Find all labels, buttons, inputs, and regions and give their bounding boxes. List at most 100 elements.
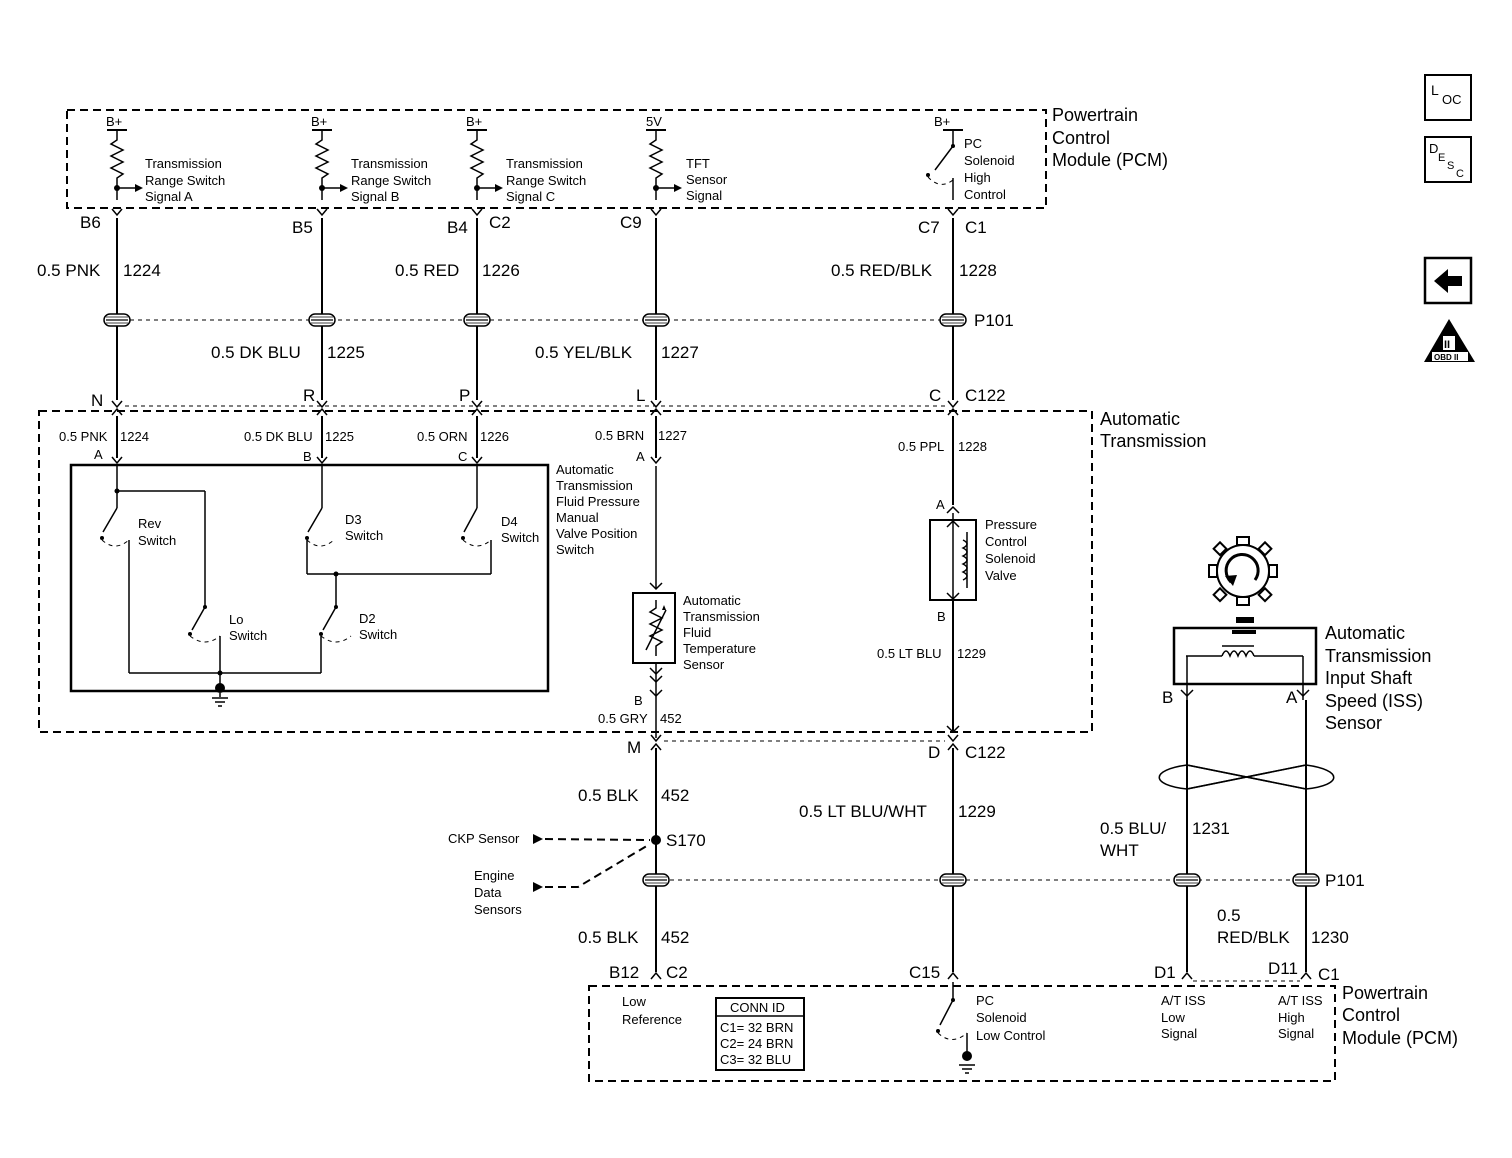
iss-low-label: Low: [1161, 1010, 1185, 1025]
lower-wires: S170 0.5 BLK 452 0.5 LT BLU/WHT 1229 0.5…: [578, 700, 1365, 972]
d3-switch-label: Switch: [345, 528, 383, 543]
rev-switch-label: Switch: [138, 533, 176, 548]
iss-title: Transmission: [1325, 646, 1431, 666]
trans-title-1: Automatic: [1100, 409, 1180, 429]
iss-title: Input Shaft: [1325, 668, 1412, 688]
wire-circuit-label: 1227: [658, 428, 687, 443]
iss-high-label: A/T ISS: [1278, 993, 1323, 1008]
signal-label: Transmission: [145, 156, 222, 171]
pcm-circuit-pc-high: B+ PC Solenoid High Control C7 C1: [918, 114, 1015, 237]
pin-label: C7: [918, 218, 940, 237]
wire-color-label: 0.5 BRN: [595, 428, 644, 443]
obd-icon-text: OBD II: [1434, 353, 1458, 362]
pcm-top-module: Powertrain Control Module (PCM): [66, 105, 1168, 209]
wire-color-label: 0.5 YEL/BLK: [535, 343, 633, 362]
desc-icon-text: C: [1456, 168, 1464, 180]
connector-label: C2: [489, 213, 511, 232]
wire-color-label: 0.5 PNK: [59, 429, 108, 444]
c122-lower-connector: M D C122: [627, 734, 1006, 762]
signal-label: Signal C: [506, 189, 555, 204]
pc-solenoid-label: Control: [985, 534, 1027, 549]
shared-sensor-refs: CKP Sensor Engine Data Sensors: [448, 831, 651, 917]
assembly-label: Automatic: [556, 462, 614, 477]
engine-data-label: Sensors: [474, 902, 522, 917]
signal-label: Sensor: [686, 172, 728, 187]
description-button[interactable]: D E S C: [1424, 136, 1472, 183]
conn-id-header: CONN ID: [730, 1000, 785, 1015]
wire-circuit-label: 1224: [123, 261, 161, 280]
conn-id-row: C1= 32 BRN: [720, 1020, 793, 1035]
tft-label: Fluid: [683, 625, 711, 640]
engine-data-label: Engine: [474, 868, 514, 883]
pin-label: B5: [292, 218, 313, 237]
wire-circuit-label: 1229: [957, 646, 986, 661]
wire-color-label: 0.5 RED: [395, 261, 459, 280]
pin-label: D1: [1154, 963, 1176, 982]
connector-label: C122: [965, 743, 1006, 762]
ckp-sensor-label: CKP Sensor: [448, 831, 520, 846]
wire-circuit-label: 1225: [327, 343, 365, 362]
pcm-circuit-a: B+ Transmission Range Switch Signal A B6: [80, 114, 225, 232]
signal-label: Control: [964, 187, 1006, 202]
wire-circuit-label: 452: [661, 786, 689, 805]
connector-label: C122: [965, 386, 1006, 405]
pin-label: B4: [447, 218, 468, 237]
pin-label: M: [627, 738, 641, 757]
pin-label: B: [634, 693, 643, 708]
back-button[interactable]: [1423, 256, 1473, 305]
wire-color-label: 0.5 DK BLU: [211, 343, 301, 362]
wire-color-label: 0.5 BLK: [578, 928, 639, 947]
desc-icon-text: D: [1429, 141, 1438, 156]
inline-connector-label: P101: [974, 311, 1014, 330]
loc-icon-text: L: [1431, 82, 1439, 98]
wire-circuit-label: 1224: [120, 429, 149, 444]
conn-id-row: C2= 24 BRN: [720, 1036, 793, 1051]
iss-title: Speed (ISS): [1325, 691, 1423, 711]
signal-label: Range Switch: [145, 173, 225, 188]
d4-switch-label: Switch: [501, 530, 539, 545]
wire-color-label: 0.5 BLK: [578, 786, 639, 805]
supply-label: B+: [106, 114, 122, 129]
assembly-label: Switch: [556, 542, 594, 557]
pin-label: A: [636, 449, 645, 464]
trans-inner-wires: 0.5 PNK 1224 0.5 DK BLU 1225 0.5 ORN 122…: [59, 416, 987, 512]
signal-label: Solenoid: [964, 153, 1015, 168]
ground-icon: [211, 697, 229, 707]
wire-circuit-label: 1229: [958, 802, 996, 821]
pcm-bottom-title-2: Control: [1342, 1005, 1400, 1025]
pin-label: R: [303, 386, 315, 405]
wire-color-label: 0.5 LT BLU: [877, 646, 942, 661]
pin-label: B: [1162, 688, 1173, 707]
d3-switch-label: D3: [345, 512, 362, 527]
wire-circuit-label: 452: [661, 928, 689, 947]
d4-switch-label: D4: [501, 514, 518, 529]
wire-color-label: 0.5: [1217, 906, 1241, 925]
wire-color-label: 0.5 ORN: [417, 429, 468, 444]
pin-label: P: [459, 386, 470, 405]
tft-label: Transmission: [683, 609, 760, 624]
lo-switch-label: Switch: [229, 628, 267, 643]
location-button[interactable]: L OC: [1424, 74, 1472, 121]
c122-upper-connector: N R P L C C122: [91, 386, 1006, 416]
obd-ii-button[interactable]: II OBD II: [1424, 319, 1475, 362]
iss-high-label: Signal: [1278, 1026, 1314, 1041]
pin-label: A: [94, 447, 103, 462]
wire-color-label: RED/BLK: [1217, 928, 1290, 947]
pin-label: C: [458, 449, 467, 464]
wire-color-label: 0.5 GRY: [598, 711, 648, 726]
low-reference-label: Reference: [622, 1012, 682, 1027]
pcm-top-title-2: Control: [1052, 128, 1110, 148]
assembly-label: Valve Position: [556, 526, 637, 541]
wire-circuit-label: 1225: [325, 429, 354, 444]
wire-circuit-label: 1228: [958, 439, 987, 454]
conn-id-table: CONN ID C1= 32 BRN C2= 24 BRN C3= 32 BLU: [715, 997, 805, 1071]
wire-color-label: 0.5 DK BLU: [244, 429, 313, 444]
loc-icon-text: OC: [1442, 92, 1462, 107]
wire-color-label: 0.5 PPL: [898, 439, 944, 454]
iss-high-label: High: [1278, 1010, 1305, 1025]
pin-label: L: [636, 386, 645, 405]
supply-label: B+: [311, 114, 327, 129]
iss-title: Automatic: [1325, 623, 1405, 643]
pin-label: C9: [620, 213, 642, 232]
